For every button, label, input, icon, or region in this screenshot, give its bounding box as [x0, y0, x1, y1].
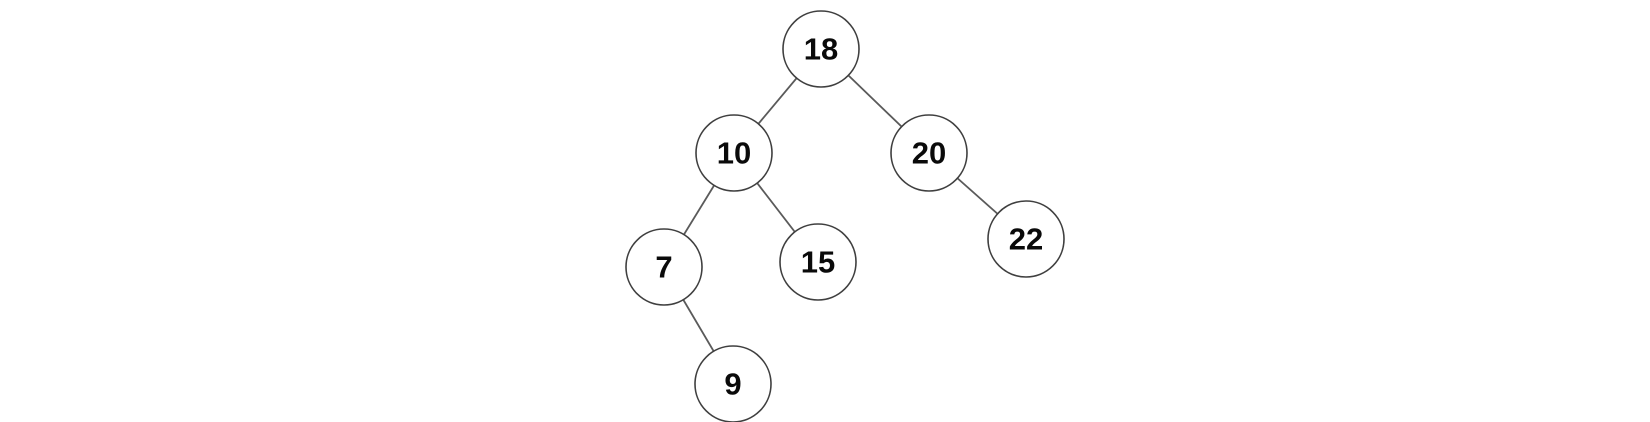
tree-node-10-circle	[695, 114, 773, 192]
tree-node-18-label: 18	[804, 32, 838, 67]
tree-node-15-label: 15	[801, 245, 835, 280]
tree-node-22-label: 22	[1009, 222, 1043, 257]
tree-node-9-label: 9	[724, 367, 741, 402]
tree-node-9-circle	[694, 345, 772, 422]
tree-node-7-circle	[625, 228, 703, 306]
tree-node-18-circle	[782, 10, 860, 88]
tree-node-20-label: 20	[912, 136, 946, 171]
tree-node-10-label: 10	[717, 136, 751, 171]
tree-node-20-circle	[890, 114, 968, 192]
tree-node-7-label: 7	[655, 250, 672, 285]
tree-node-22-circle	[987, 200, 1065, 278]
tree-node-15-circle	[779, 223, 857, 301]
